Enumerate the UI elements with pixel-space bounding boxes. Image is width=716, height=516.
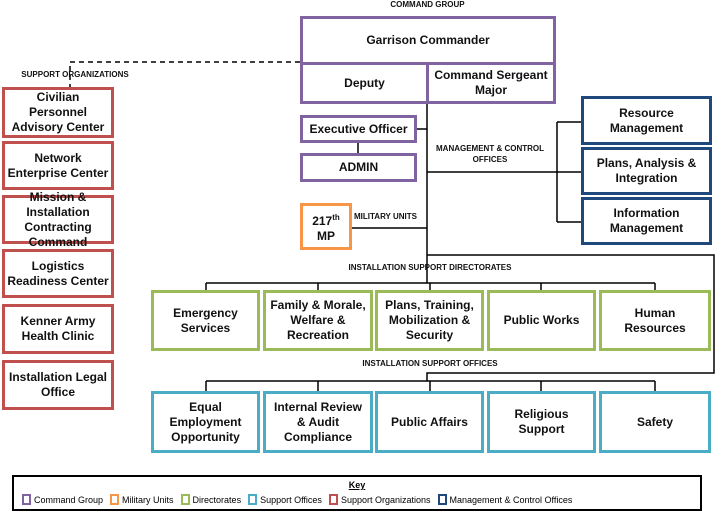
plans-analysis-integration-box[interactable]: Plans, Analysis & Integration: [581, 147, 712, 195]
support-office-box[interactable]: Safety: [599, 391, 711, 453]
unit-number: 217th: [312, 212, 340, 228]
offices-bar: [205, 380, 656, 392]
directorates-label: INSTALLATION SUPPORT DIRECTORATES: [348, 263, 512, 272]
swatch-icon: [328, 494, 338, 505]
directorate-box[interactable]: Family & Morale, Welfare & Recreation: [263, 290, 373, 351]
information-management-box[interactable]: Information Management: [581, 197, 712, 245]
support-org-box[interactable]: Kenner Army Health Clinic: [2, 304, 114, 354]
legend-label: Support Organizations: [340, 494, 431, 505]
garrison-commander-box[interactable]: Garrison Commander: [300, 16, 556, 65]
legend-label: Support Offices: [260, 494, 322, 505]
directorates-bar: [205, 255, 656, 291]
directorate-box[interactable]: Plans, Training, Mobilization & Security: [375, 290, 484, 351]
mgmt-link: [427, 121, 582, 223]
legend-label: Military Units: [122, 494, 174, 505]
swatch-icon: [110, 494, 120, 505]
support-office-box[interactable]: Internal Review & Audit Compliance: [263, 391, 373, 453]
military-units-label: MILITARY UNITS: [354, 212, 417, 221]
legend: Key Command Group Military Units Directo…: [12, 475, 702, 511]
support-org-box[interactable]: Civilian Personnel Advisory Center: [2, 87, 114, 138]
support-org-box[interactable]: Installation Legal Office: [2, 360, 114, 410]
unit-name: MP: [317, 228, 335, 243]
directorate-box[interactable]: Human Resources: [599, 290, 711, 351]
management-control-label: MANAGEMENT & CONTROL OFFICES: [436, 144, 544, 164]
swatch-icon: [22, 494, 31, 505]
admin-box[interactable]: ADMIN: [300, 153, 417, 182]
directorate-box[interactable]: Emergency Services: [151, 290, 260, 351]
support-org-box[interactable]: Logistics Readiness Center: [2, 249, 114, 298]
swatch-icon: [180, 494, 190, 505]
support-office-box[interactable]: Religious Support: [487, 391, 596, 453]
directorate-box[interactable]: Public Works: [487, 290, 596, 351]
command-group-label: COMMAND GROUP: [390, 0, 465, 9]
loop-line: [426, 254, 715, 381]
legend-label: Directorates: [192, 494, 242, 505]
dashed-support-link: [69, 61, 300, 88]
legend-items: Command Group Military Units Directorate…: [22, 494, 572, 505]
support-office-box[interactable]: Equal Employment Opportunity: [151, 391, 260, 453]
legend-label: Management & Control Offices: [449, 494, 573, 505]
legend-item: Management & Control Offices: [437, 494, 573, 505]
legend-item: Support Organizations: [328, 494, 431, 505]
legend-label: Command Group: [34, 494, 104, 505]
217th-mp-box[interactable]: 217th MP: [300, 203, 352, 250]
support-org-box[interactable]: Network Enterprise Center: [2, 141, 114, 190]
executive-officer-box[interactable]: Executive Officer: [300, 115, 417, 143]
legend-item: Directorates: [180, 494, 242, 505]
legend-item: Military Units: [110, 494, 174, 505]
legend-item: Command Group: [22, 494, 103, 505]
resource-management-box[interactable]: Resource Management: [581, 96, 712, 145]
deputy-box[interactable]: Deputy: [300, 62, 429, 104]
support-offices-label: INSTALLATION SUPPORT OFFICES: [362, 359, 498, 368]
legend-item: Support Offices: [248, 494, 322, 505]
support-org-box[interactable]: Mission & Installation Contracting Comma…: [2, 190, 114, 249]
support-office-box[interactable]: Public Affairs: [375, 391, 484, 453]
legend-title: Key: [348, 480, 366, 490]
command-sergeant-major-box[interactable]: Command Sergeant Major: [426, 62, 556, 104]
support-organizations-label: SUPPORT ORGANIZATIONS: [21, 70, 129, 79]
swatch-icon: [248, 494, 258, 505]
swatch-icon: [437, 494, 447, 505]
